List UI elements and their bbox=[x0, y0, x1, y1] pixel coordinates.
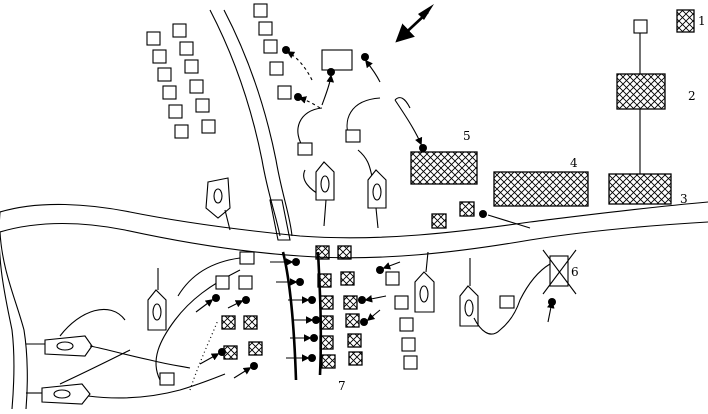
left-attack-arrows bbox=[195, 294, 258, 379]
label-7: 7 bbox=[338, 379, 346, 393]
upper-attack-arrows bbox=[282, 46, 531, 229]
approach-paths bbox=[297, 97, 411, 197]
boats-lower bbox=[26, 251, 479, 405]
legend-box-2 bbox=[616, 73, 666, 110]
legend-box-3 bbox=[608, 173, 672, 205]
label-4: 4 bbox=[570, 156, 578, 170]
label-6: 6 bbox=[571, 265, 579, 279]
unit-5 bbox=[410, 151, 478, 185]
label-5: 5 bbox=[463, 129, 471, 143]
unit-7-cluster: 7 bbox=[270, 245, 401, 393]
legend-square-icon bbox=[633, 19, 648, 34]
river bbox=[0, 201, 708, 410]
legend: 1 2 3 bbox=[608, 9, 706, 206]
boats-upper bbox=[205, 129, 387, 231]
bridge bbox=[269, 199, 291, 241]
unit-4 bbox=[493, 171, 589, 207]
tributary bbox=[209, 9, 293, 237]
bridgehead-squares bbox=[215, 271, 418, 370]
legend-label-3: 3 bbox=[680, 192, 688, 206]
legend-label-1: 1 bbox=[698, 14, 706, 28]
legend-box-1 bbox=[676, 9, 695, 33]
legend-label-2: 2 bbox=[688, 89, 696, 103]
hatched-units: 4 5 bbox=[410, 129, 589, 229]
square-grid-top-left bbox=[146, 23, 216, 139]
unit-6: 6 bbox=[542, 249, 579, 323]
direction-arrow bbox=[395, 4, 434, 43]
squares-upper-bank bbox=[253, 3, 353, 100]
